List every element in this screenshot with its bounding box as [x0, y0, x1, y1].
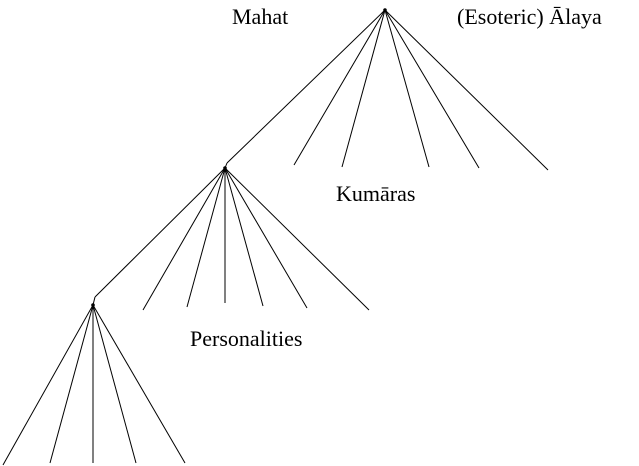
branch-to-kumaras-node [226, 9, 386, 164]
mahat-node [383, 8, 387, 12]
branch [224, 167, 308, 309]
personalities-node [91, 303, 95, 307]
branch [384, 9, 480, 169]
alaya-label: (Esoteric) Ālaya [457, 4, 602, 29]
branch [92, 304, 186, 464]
mahat-node-branches [226, 9, 549, 171]
branch-to-personalities-node [94, 167, 226, 298]
kumaras-node [223, 166, 227, 170]
branch [384, 9, 430, 168]
branch [92, 304, 137, 464]
mahat-label: Mahat [232, 4, 289, 29]
branch [341, 9, 386, 168]
personalities-node-branches [2, 304, 186, 466]
branch [186, 167, 226, 308]
branch [293, 9, 386, 166]
personalities-label: Personalities [190, 326, 303, 351]
kumaras-node-branches [94, 167, 370, 311]
branch [384, 9, 549, 171]
kumaras-label: Kumāras [336, 181, 416, 206]
branch [142, 167, 226, 311]
branch [49, 304, 94, 464]
branch [2, 304, 94, 466]
branch [224, 167, 370, 311]
branch [224, 167, 264, 307]
